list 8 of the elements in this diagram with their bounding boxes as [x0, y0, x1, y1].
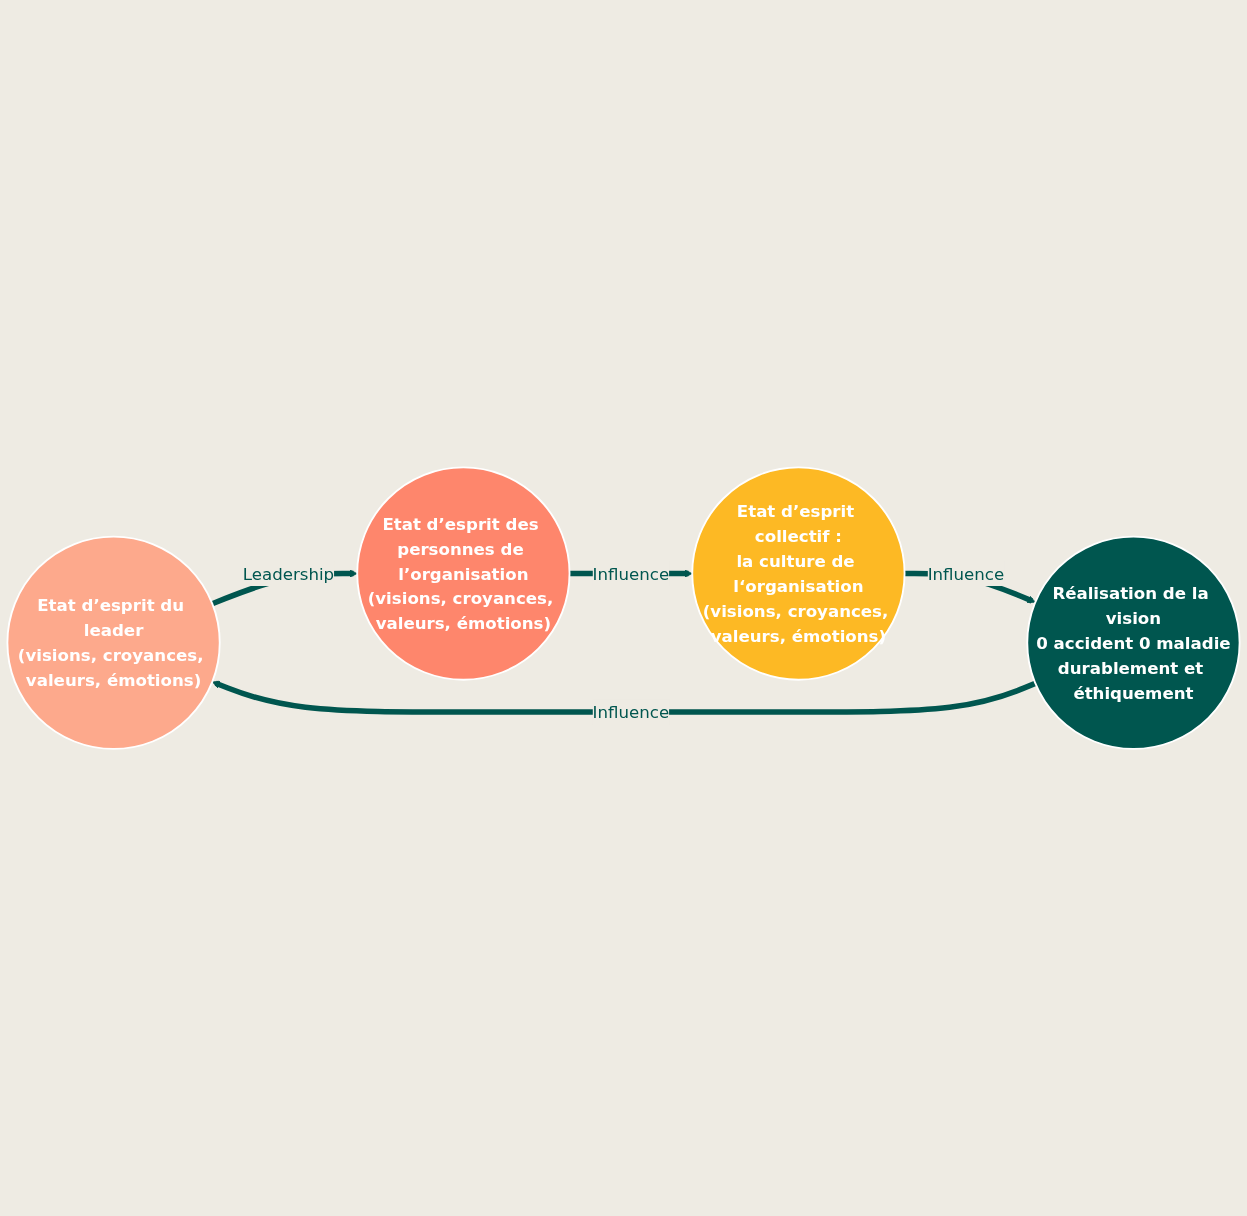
edge-label: Influence: [927, 563, 1005, 584]
edge-label: Influence: [592, 563, 670, 584]
node-circle: Etat d’esprit du leader (visions, croyances, valeurs, émotions): [6, 535, 221, 750]
edge-label: Influence: [592, 702, 670, 722]
node-circle: Réalisation de la vision 0 accident 0 maladie durablement et éthiquement: [1026, 535, 1241, 750]
node-circle: Etat d’esprit des personnes de l’organisation (visions, croyances, valeurs, émotions): [356, 466, 571, 681]
arrow: [211, 680, 1037, 715]
edge-label: Leadership: [242, 563, 335, 584]
